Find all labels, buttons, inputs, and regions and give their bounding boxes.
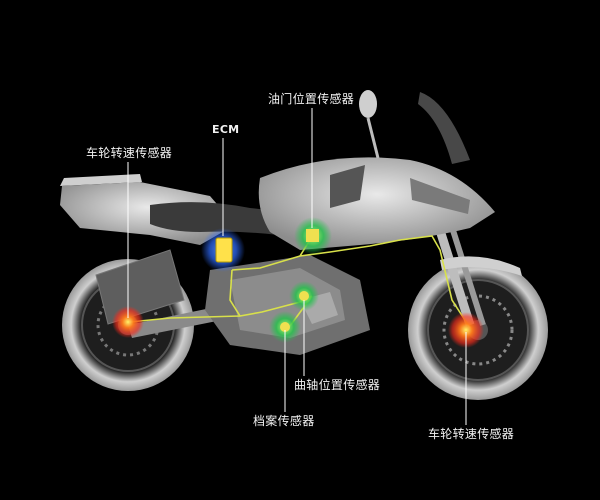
- rear-wheel-speed-sensor-glow: [112, 306, 144, 338]
- crankshaft-position-sensor-glow: [289, 281, 319, 311]
- throttle-position-sensor-label: 油门位置传感器: [268, 92, 355, 106]
- gear-position-sensor-glow: [269, 311, 301, 343]
- gear-position-sensor-label: 档案传感器: [253, 414, 315, 428]
- front-fender: [440, 256, 522, 276]
- windscreen: [418, 92, 470, 164]
- front-wheel-speed-sensor-label: 车轮转速传感器: [428, 427, 515, 441]
- mirror: [359, 90, 380, 159]
- exhaust-muffler: [95, 249, 185, 325]
- ecm-label: ECM: [212, 123, 240, 136]
- leader-lines: [127, 108, 467, 425]
- crankshaft-position-sensor-label: 曲轴位置传感器: [294, 378, 381, 392]
- rear-wheel-speed-sensor-label: 车轮转速传感器: [86, 146, 173, 160]
- throttle-position-sensor-glow: [294, 217, 332, 255]
- ecm-glow: [201, 228, 245, 272]
- front-wheel-speed-sensor-glow: [448, 312, 484, 348]
